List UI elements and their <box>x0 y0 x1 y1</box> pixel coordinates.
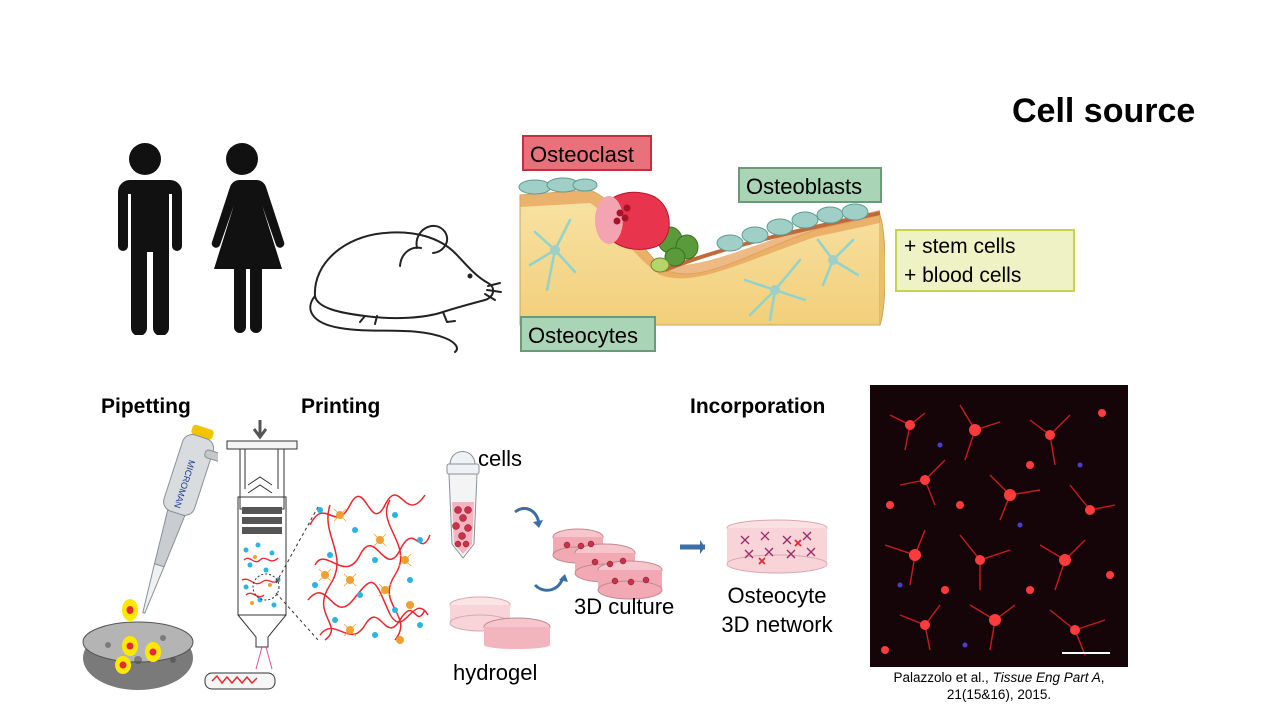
section-title-pipetting: Pipetting <box>101 395 191 418</box>
hydrogel-magnified-illustration <box>307 494 431 644</box>
pipette-scaffold-illustration: MICROMAN <box>82 424 218 690</box>
osteoblasts-label: Osteoblasts <box>738 167 882 203</box>
culture-label: 3D culture <box>574 594 675 619</box>
network-label: Osteocyte 3D network <box>712 581 842 639</box>
bone-remodeling-illustration <box>518 177 885 326</box>
culture-workflow-illustration <box>446 451 705 649</box>
section-title-incorporation: Incorporation <box>690 395 826 418</box>
osteocyte-network-illustration <box>726 519 828 574</box>
hydrogel-label: hydrogel <box>453 660 538 685</box>
citation-details: , 21(15&16), 2015. <box>946 670 1105 702</box>
bioprinter-syringe-illustration <box>204 420 319 690</box>
mouse-icon <box>309 225 502 353</box>
human-figures-icon <box>118 143 285 335</box>
citation-authors: Palazzolo et al., <box>893 670 989 685</box>
extra-cells-box: + stem cells + blood cells <box>895 229 1075 292</box>
osteocytes-label: Osteocytes <box>520 316 656 352</box>
extra-cells-line: + stem cells <box>904 235 1016 258</box>
network-label-line: Osteocyte <box>727 583 827 608</box>
extra-cells-line: + blood cells <box>904 264 1022 287</box>
page-title: Cell source <box>1012 92 1196 130</box>
micrograph-cells <box>881 404 1116 656</box>
cells-label: cells <box>478 446 523 471</box>
citation-journal: Tissue Eng Part A <box>992 670 1101 685</box>
osteoclast-label: Osteoclast <box>522 135 652 171</box>
section-title-printing: Printing <box>301 395 381 418</box>
osteocyte-micrograph <box>870 385 1128 667</box>
network-label-line: 3D network <box>721 612 833 637</box>
citation: Palazzolo et al., Tissue Eng Part A, 21(… <box>870 669 1128 703</box>
